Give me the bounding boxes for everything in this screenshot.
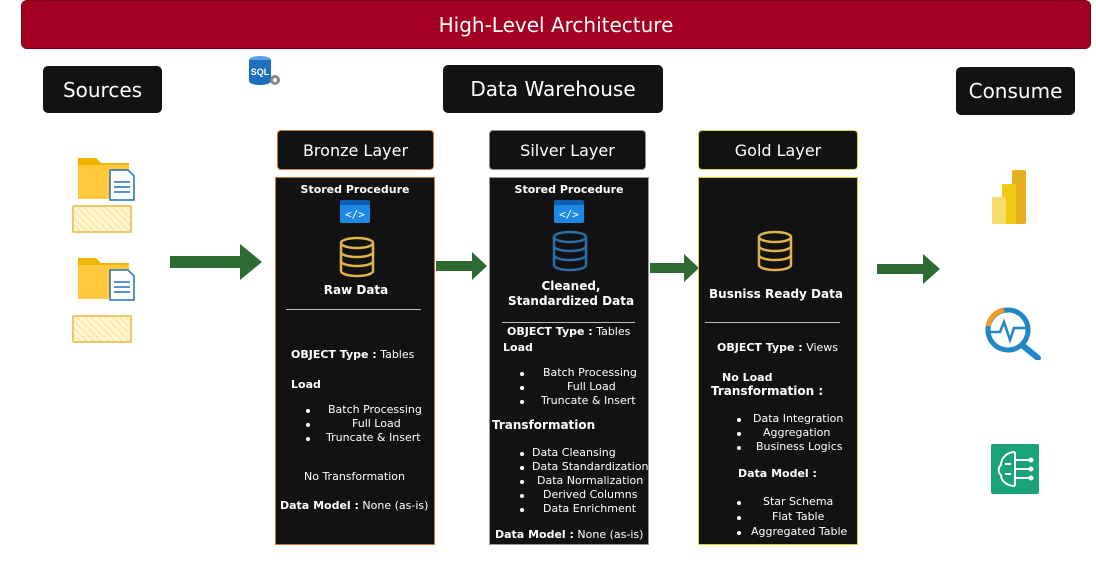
code-icon: </> — [554, 200, 584, 223]
silver-load-label: Load — [503, 341, 533, 354]
bullet — [520, 480, 524, 484]
gold-data-model-item: Star Schema — [763, 495, 834, 508]
divider — [705, 322, 840, 323]
bronze-load-item: Batch Processing — [328, 403, 422, 416]
source-placeholder-box — [72, 315, 132, 343]
folder-file-icon — [76, 152, 138, 202]
database-icon — [552, 230, 588, 272]
bronze-layer-header: Bronze Layer — [277, 130, 434, 170]
bronze-data-model: Data Model : None (as-is) — [280, 499, 429, 512]
bronze-load-label: Load — [291, 378, 321, 391]
sources-header: Sources — [43, 66, 162, 113]
ai-brain-icon — [991, 444, 1039, 494]
gold-object-type: OBJECT Type : Views — [717, 341, 839, 354]
gold-no-load: No Load — [722, 371, 773, 384]
gold-data-model-item: Flat Table — [772, 510, 825, 523]
bullet — [306, 437, 310, 441]
bronze-layer-panel — [275, 177, 435, 545]
bullet — [737, 432, 741, 436]
gold-layer-panel — [698, 177, 858, 545]
silver-layer-header: Silver Layer — [489, 130, 646, 170]
silver-load-item: Full Load — [567, 380, 616, 393]
folder-file-icon — [76, 252, 138, 302]
silver-transformation-item: Data Normalization — [537, 474, 644, 487]
analytics-icon — [985, 307, 1041, 360]
silver-transformation-item: Data Enrichment — [543, 502, 637, 515]
consume-header: Consume — [956, 67, 1075, 115]
page-title: High-Level Architecture — [21, 0, 1091, 49]
divider — [502, 322, 635, 323]
bronze-data-label: Raw Data — [323, 283, 389, 297]
silver-object-type: OBJECT Type : Tables — [507, 325, 631, 338]
bullet — [520, 466, 524, 470]
bullet — [737, 418, 741, 422]
silver-stored-procedure: Stored Procedure — [514, 183, 624, 196]
bullet — [737, 501, 741, 505]
sql-database-icon: SQL — [247, 55, 283, 87]
code-icon: </> — [340, 200, 370, 223]
bullet — [737, 531, 741, 535]
bullet — [520, 508, 524, 512]
source-placeholder-box — [72, 205, 132, 233]
data-warehouse-header: Data Warehouse — [443, 65, 663, 113]
gold-transformation-item: Data Integration — [753, 412, 844, 425]
silver-transformation-label: Transformation — [492, 418, 596, 432]
flow-arrow-icon — [170, 244, 262, 280]
silver-load-item: Batch Processing — [543, 366, 637, 379]
bronze-load-item: Full Load — [352, 417, 401, 430]
silver-layer-panel — [489, 177, 649, 545]
bronze-stored-procedure: Stored Procedure — [300, 183, 410, 196]
gold-data-model-item: Aggregated Table — [751, 525, 848, 538]
silver-transformation-item: Derived Columns — [543, 488, 638, 501]
sql-icon-text: SQL — [251, 67, 270, 77]
gold-data-label: Busniss Ready Data — [709, 287, 843, 301]
bullet — [520, 494, 524, 498]
bronze-transformation: No Transformation — [304, 470, 405, 483]
database-icon — [757, 230, 793, 272]
bullet — [306, 423, 310, 427]
bullet — [520, 386, 524, 390]
bullet — [737, 516, 741, 520]
power-bi-icon — [992, 170, 1026, 224]
bronze-object-type: OBJECT Type : Tables — [291, 348, 415, 361]
bullet — [520, 400, 524, 404]
bullet — [737, 446, 741, 450]
bullet — [520, 452, 524, 456]
bullet — [520, 372, 524, 376]
bullet — [306, 409, 310, 413]
gold-data-model-label: Data Model : — [738, 467, 817, 480]
database-icon — [339, 236, 375, 278]
silver-transformation-item: Data Cleansing — [532, 446, 616, 459]
silver-data-label-line2: Standardized Data — [507, 294, 635, 308]
silver-transformation-item: Data Standardization — [532, 460, 649, 473]
gold-transformation-item: Business Logics — [756, 440, 843, 453]
silver-data-label-line1: Cleaned, — [541, 279, 601, 293]
silver-data-model: Data Model : None (as-is) — [495, 528, 644, 541]
flow-arrow-icon — [436, 252, 487, 280]
flow-arrow-icon — [877, 254, 940, 284]
silver-load-item: Truncate & Insert — [541, 394, 636, 407]
divider — [286, 309, 421, 310]
bronze-load-item: Truncate & Insert — [326, 431, 421, 444]
gold-layer-header: Gold Layer — [698, 130, 858, 170]
gold-transformation-item: Aggregation — [763, 426, 831, 439]
flow-arrow-icon — [650, 254, 699, 282]
gold-transformation-label: Transformation : — [711, 384, 824, 398]
